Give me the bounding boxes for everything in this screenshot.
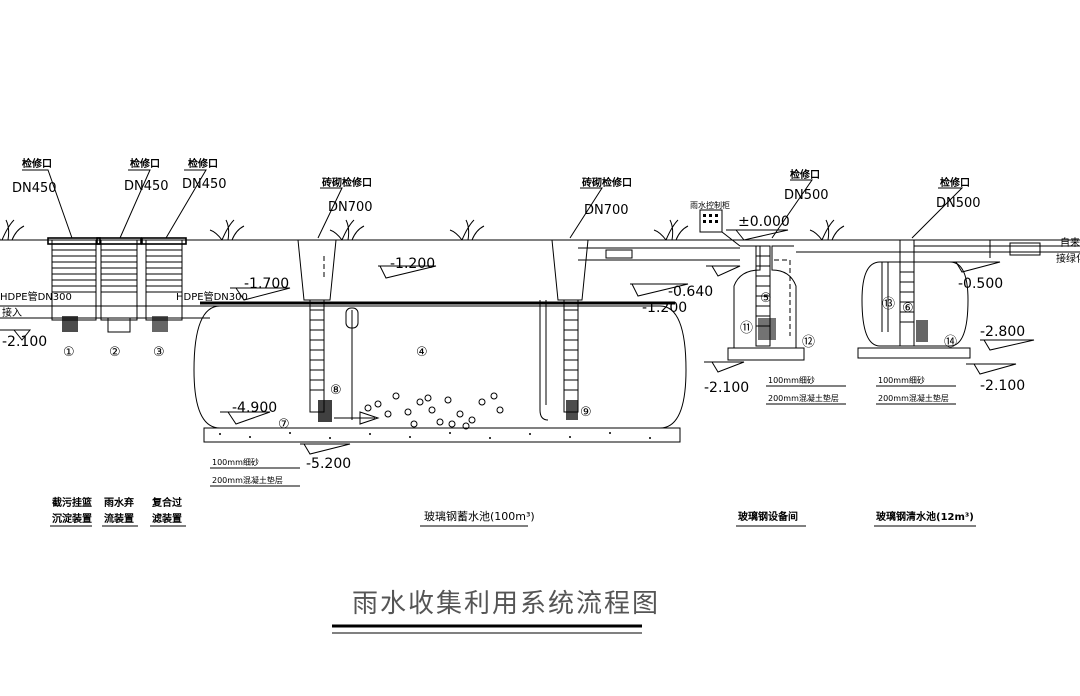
caption-device2-line2: 流装置 [104,512,134,525]
tap-water-label: 自来 [1060,236,1080,249]
tank-bedding-concrete: 200mm混凝土垫层 [212,475,283,485]
equip-bedding-sand: 100mm细砂 [768,375,815,385]
marker-1: ① [63,345,75,360]
opening-2-size: DN450 [124,179,169,194]
caption-storage-tank: 玻璃钢蓄水池(100m³) [424,509,535,523]
marker-11: ⑪ [740,321,753,336]
elev-tank-top: -1.700 [244,276,289,292]
elev-clear-bottom: -2.100 [980,378,1025,394]
elev-left-inlet [0,329,32,341]
elev-tank-water: -4.900 [232,400,277,416]
marker-5: ⑤ [760,291,772,306]
leader-lines-left [22,169,207,239]
storage-tank [193,239,687,443]
opening-4-size: DN700 [328,200,373,215]
caption-clear-tank: 玻璃钢清水池(12m³) [876,510,974,523]
elev-equip-bottom: -2.100 [704,380,749,396]
elev-tank-top-mark [220,265,689,455]
grass-tufts [0,219,845,241]
elev-ground: ±0.000 [738,214,790,230]
marker-4: ④ [416,345,428,360]
bedding-clear [876,385,956,405]
marker-7: ⑦ [278,417,290,432]
clear-bedding-sand: 100mm细砂 [878,375,925,385]
marker-6: ⑥ [902,301,914,316]
elev-tank-top-right: -1.200 [390,256,435,272]
device-2 [96,237,142,333]
elev-clear-marks [948,261,1035,375]
marker-13: ⑬ [882,297,895,312]
caption-device1-line2: 沉淀装置 [52,512,92,525]
control-cabinet-label: 雨水控制柜 [690,200,730,210]
clear-bedding-concrete: 200mm混凝土垫层 [878,393,949,403]
leader-dn500-clear [911,187,964,239]
clear-water-tank [796,239,1080,359]
elev-equip-marks [704,229,789,373]
pretreatment-devices [0,237,210,333]
elev-tank-top-right2: -1.200 [642,300,687,316]
marker-2: ② [109,345,121,360]
opening-1-size: DN450 [12,181,57,196]
marker-9: ⑨ [580,405,592,420]
leader-dn700-left [317,187,343,239]
marker-14: ⑭ [944,335,957,350]
opening-3-size: DN450 [182,177,227,192]
diagram-title: 雨水收集利用系统流程图 [352,589,660,619]
opening-2-label: 检修口 [130,157,160,170]
left-inlet-pipe-label2: 接入 [2,306,22,319]
opening-3-label: 检修口 [188,157,218,170]
left-inlet-pipe-label: HDPE管DN300 [0,290,72,303]
marker-12: ⑫ [802,335,815,350]
tap-water-label2: 接绿化 [1056,252,1080,265]
elev-clear-level: -2.800 [980,324,1025,340]
caption-device3-line2: 滤装置 [152,512,182,525]
marker-3: ③ [153,345,165,360]
equip-bedding-concrete: 200mm混凝土垫层 [768,393,839,403]
bedding-equip [766,385,846,405]
equipment-room [578,209,805,361]
caption-device3-line1: 复合过 [151,496,182,509]
device-3 [141,237,187,332]
leader-dn700-right [569,187,603,239]
tank-bedding-sand: 100mm细砂 [212,457,259,467]
elev-left-inlet-text: -2.100 [2,334,47,350]
leader-dn500-equip [771,179,813,239]
opening-7-label: 检修口 [940,176,970,189]
bedding-tank [210,467,300,487]
elev-tank-bottom: -5.200 [306,456,351,472]
caption-device1-line1: 截污挂篮 [52,496,92,509]
middle-pipe-label: HDPE管DN300 [176,290,248,303]
opening-4-label: 砖砌检修口 [322,176,372,189]
opening-6-size: DN500 [784,188,829,203]
marker-8: ⑧ [330,383,342,398]
caption-device2-line1: 雨水弃 [104,496,134,509]
device-1 [47,237,101,332]
caption-equipment-room: 玻璃钢设备间 [738,510,798,523]
opening-7-size: DN500 [936,196,981,211]
elev-equip-room: -0.640 [668,284,713,300]
elev-clear-top: -0.500 [958,276,1003,292]
opening-5-label: 砖砌检修口 [582,176,632,189]
opening-5-size: DN700 [584,203,629,218]
opening-6-label: 检修口 [790,168,820,181]
opening-1-label: 检修口 [22,157,52,170]
